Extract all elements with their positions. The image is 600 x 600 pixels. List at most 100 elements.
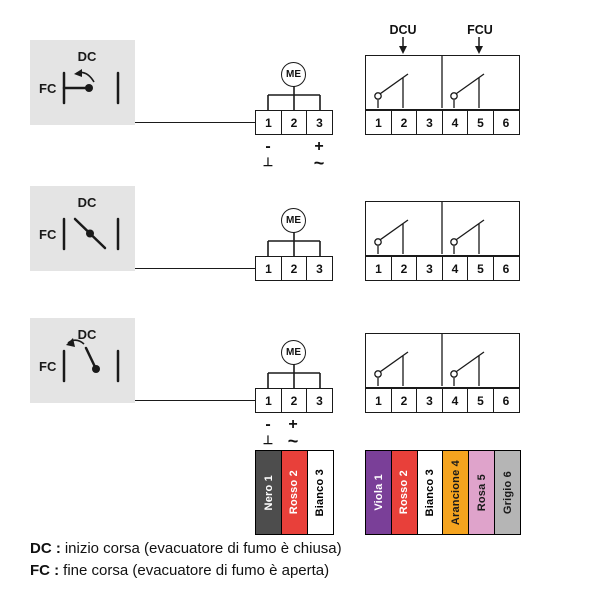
- wire-color-cell: Arancione 4: [442, 450, 470, 535]
- fc-label: FC: [39, 359, 57, 374]
- wire-label: Viola 1: [372, 474, 385, 511]
- dcu-header: DCU: [389, 23, 417, 37]
- legend-line-dc: DC :inizio corsa (evacuatore di fumo è c…: [30, 540, 342, 557]
- switch-terminal-strip: 1 2 3 4 5 6: [365, 110, 520, 135]
- motor-label: ME: [286, 347, 301, 358]
- terminal: 4: [441, 110, 469, 135]
- terminal: 3: [306, 388, 333, 413]
- switch-terminal-strip: 1 2 3 4 5 6: [365, 388, 520, 413]
- terminal: 2: [390, 256, 418, 281]
- fcu-header: FCU: [467, 23, 493, 37]
- wire-color-cell: Nero 1: [255, 450, 282, 535]
- wire-color-cell: Bianco 3: [306, 450, 334, 535]
- terminal: 1: [255, 110, 282, 135]
- terminal: 2: [280, 388, 308, 413]
- motor-cable-color-table: Nero 1 Rosso 2 Bianco 3: [255, 450, 334, 535]
- terminal: 1: [365, 110, 392, 135]
- limit-switch-state-box: DC FC: [30, 40, 135, 125]
- switch-terminal-strip: 1 2 3 4 5 6: [365, 256, 520, 281]
- terminal: 3: [416, 388, 443, 413]
- motor-symbol: ME: [281, 62, 306, 87]
- motor-terminal-strip: 1 2 3: [255, 110, 333, 135]
- changeover-contacts-icon: [374, 334, 485, 386]
- terminal: 6: [492, 388, 520, 413]
- changeover-contacts-icon: [374, 56, 485, 108]
- terminal: 1: [255, 388, 282, 413]
- dcu-arrow-icon: [399, 37, 407, 54]
- legend-line-fc: FC :fine corsa (evacuatore di fumo è ape…: [30, 562, 329, 579]
- terminal: 2: [390, 388, 418, 413]
- motor-terminal-strip: 1 2 3: [255, 256, 333, 281]
- polarity-plus: +: [288, 416, 298, 433]
- motor-label: ME: [286, 69, 301, 80]
- wire-color-cell: Grigio 6: [494, 450, 522, 535]
- legend-dc-text: inizio corsa (evacuatore di fumo è chius…: [64, 540, 342, 557]
- wire-label: Rosso 2: [288, 470, 301, 515]
- terminal: 6: [492, 256, 520, 281]
- wire-label: Arancione 4: [449, 459, 462, 526]
- polarity-plus: +: [314, 138, 324, 155]
- wire-label: Bianco 3: [424, 468, 437, 517]
- polarity-minus: -: [265, 138, 271, 155]
- wire-color-cell: Rosso 2: [390, 450, 418, 535]
- switch-position-start-icon: DC FC: [39, 49, 120, 105]
- motor-bracket-icon: [267, 364, 321, 388]
- wire-color-cell: Viola 1: [365, 450, 392, 535]
- limit-switch-state-box: DC FC: [30, 186, 135, 271]
- fc-label: FC: [39, 81, 57, 96]
- wire-label: Nero 1: [262, 474, 275, 511]
- terminal: 2: [390, 110, 418, 135]
- wire-label: Rosso 2: [398, 470, 411, 515]
- wire-color-cell: Rosso 2: [280, 450, 308, 535]
- limit-switch-contacts-box: [365, 333, 520, 388]
- motor-bracket-icon: [267, 86, 321, 110]
- legend-fc-abbr: FC :: [30, 562, 60, 579]
- wire-label: Bianco 3: [314, 468, 327, 517]
- dc-label: DC: [78, 49, 97, 64]
- terminal: 6: [492, 110, 520, 135]
- ac-symbol: ~: [313, 153, 325, 173]
- ac-symbol: ~: [287, 431, 299, 451]
- ground-symbol: ⊥: [262, 433, 274, 447]
- terminal: 5: [467, 388, 494, 413]
- motor-symbol: ME: [281, 340, 306, 365]
- terminal: 3: [306, 256, 333, 281]
- terminal: 2: [280, 256, 308, 281]
- terminal: 5: [467, 256, 494, 281]
- motor-label: ME: [286, 215, 301, 226]
- terminal: 1: [365, 388, 392, 413]
- changeover-contacts-icon: [374, 202, 485, 254]
- polarity-minus: -: [265, 416, 271, 433]
- limit-switch-state-box: DC FC: [30, 318, 135, 403]
- limit-switch-contacts-box: [365, 201, 520, 256]
- terminal: 3: [416, 110, 443, 135]
- legend-dc-abbr: DC :: [30, 540, 61, 557]
- terminal: 3: [416, 256, 443, 281]
- wire-label: Grigio 6: [501, 470, 514, 515]
- motor-terminal-strip: 1 2 3: [255, 388, 333, 413]
- terminal: 2: [280, 110, 308, 135]
- terminal: 1: [255, 256, 282, 281]
- dc-label: DC: [78, 327, 97, 342]
- fcu-arrow-icon: [475, 37, 483, 54]
- motor-symbol: ME: [281, 208, 306, 233]
- dc-label: DC: [78, 195, 97, 210]
- legend-fc-text: fine corsa (evacuatore di fumo è aperta): [63, 562, 330, 579]
- terminal: 4: [441, 256, 469, 281]
- switch-position-mid-icon: DC FC: [39, 195, 120, 251]
- terminal: 4: [441, 388, 469, 413]
- fc-label: FC: [39, 227, 57, 242]
- switch-position-end-icon: DC FC: [39, 327, 120, 383]
- wire-color-cell: Rosa 5: [468, 450, 496, 535]
- mechanical-link-line: [135, 400, 255, 401]
- wire-label: Rosa 5: [475, 473, 488, 512]
- terminal: 3: [306, 110, 333, 135]
- switch-cable-color-table: Viola 1 Rosso 2 Bianco 3 Arancione 4 Ros…: [365, 450, 522, 535]
- terminal: 5: [467, 110, 494, 135]
- ground-symbol: ⊥: [262, 155, 274, 169]
- terminal: 1: [365, 256, 392, 281]
- motor-bracket-icon: [267, 232, 321, 256]
- wire-color-cell: Bianco 3: [416, 450, 444, 535]
- limit-switch-contacts-box: [365, 55, 520, 110]
